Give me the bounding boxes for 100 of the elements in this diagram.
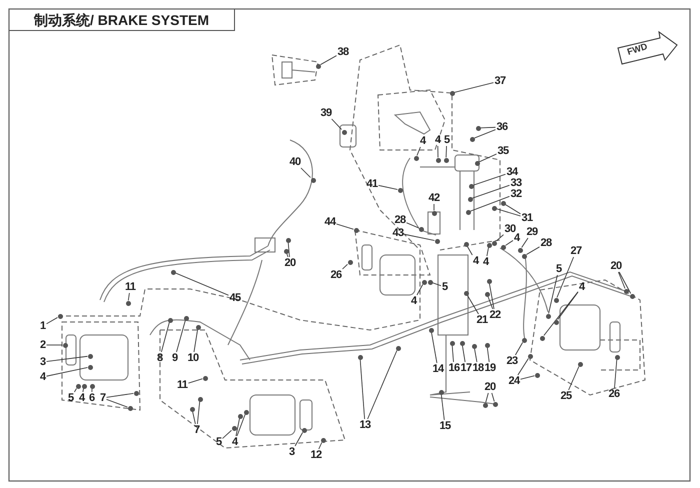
fwd-label: FWD [626,41,649,57]
fitting-part [190,406,194,412]
fitting-part [630,294,634,298]
leader-line [515,342,523,356]
leader-line [318,442,322,450]
fitting-part [398,188,402,192]
callout-number: 4 [420,135,426,147]
leader-line [188,378,203,384]
fitting-part [284,248,288,254]
callout-number: 18 [472,362,484,374]
callout-number: 5 [216,436,222,448]
fitting-part [492,402,498,406]
callout-number: 9 [172,352,178,364]
leader-line [467,246,473,256]
fitting-part [540,336,544,340]
fitting-part [414,156,418,160]
callout-number: 11 [177,379,188,391]
fitting-part [450,90,454,96]
leader-line [294,432,303,446]
leader-line [485,392,489,403]
leader-line [161,322,170,352]
callout-number: 29 [526,226,538,238]
fitting-part [518,248,522,252]
leader-line [46,367,88,377]
fitting-part [82,384,86,388]
callout-number: 34 [506,166,518,178]
leader-line [454,82,494,93]
fitting-part [500,200,506,206]
fitting-part [500,244,506,250]
callout-number: 5 [556,263,562,275]
callout-number: 11 [125,281,136,293]
callout-number: 3 [40,356,46,368]
leader-line [548,274,558,314]
leader-line [197,401,200,424]
fitting-part [428,280,432,284]
fitting-part [486,242,492,248]
leader-line [526,246,540,255]
callout-number: 5 [68,392,74,404]
fitting-part [474,160,480,166]
leader-line [462,345,466,362]
leader-line [320,55,337,65]
leader-line [192,411,196,424]
fitting-part [472,344,476,348]
fitting-part [476,126,480,130]
fitting-part [128,406,132,410]
fitting-part [492,206,496,210]
callout-number: 31 [522,212,533,224]
fitting-part [232,426,236,430]
leader-line [288,242,290,258]
fitting-part [286,238,290,242]
callout-number: 26 [330,269,342,281]
leader-line [406,222,419,228]
callout-number: 4 [473,255,479,267]
callout-number: 4 [411,295,417,307]
leader-line [342,264,348,270]
fitting-part [432,210,436,216]
leader-line [432,282,442,286]
callout-number: 8 [157,352,163,364]
callout-number: 4 [514,232,520,244]
fitting-part [444,158,448,162]
fitting-part [434,238,440,244]
fitting-part [468,196,472,202]
callout-number: 27 [570,245,582,257]
callout-number: 32 [510,188,522,200]
fitting-part [464,290,468,296]
callout-number: 21 [476,314,488,326]
leader-line [520,375,535,380]
leader-line [568,366,580,390]
leader-line [378,185,398,190]
leader-line [236,414,246,436]
callout-number: 5 [442,281,448,293]
callout-number: 26 [608,388,620,400]
callout-number: 35 [498,145,509,157]
callout-number: 44 [324,216,336,228]
callout-number: 37 [494,75,506,87]
fitting-part [428,328,434,332]
callout-number: 33 [510,177,522,189]
fitting-part [348,260,352,264]
callout-number: 15 [440,420,451,432]
leader-line [176,320,186,352]
fitting-part [62,342,68,348]
callout-number: 28 [394,214,406,226]
callout-number: 12 [310,449,322,461]
callout-number: 45 [230,292,241,304]
leader-line [82,388,84,392]
leader-line [300,168,311,178]
callout-number: 5 [444,134,450,146]
callout-number: 4 [483,256,489,268]
leader-line [437,146,438,158]
callout-number: 4 [79,392,85,404]
callout-number: 20 [284,257,296,269]
fitting-part [624,288,628,294]
fitting-part [470,136,474,142]
title: 制动系统/ BRAKE SYSTEM [9,9,235,31]
fitting-part [88,354,92,358]
fitting-part [422,280,426,284]
callout-number: 22 [490,309,501,321]
leader-line [367,350,398,420]
fitting-part [126,300,130,306]
callout-number: 41 [366,178,378,190]
